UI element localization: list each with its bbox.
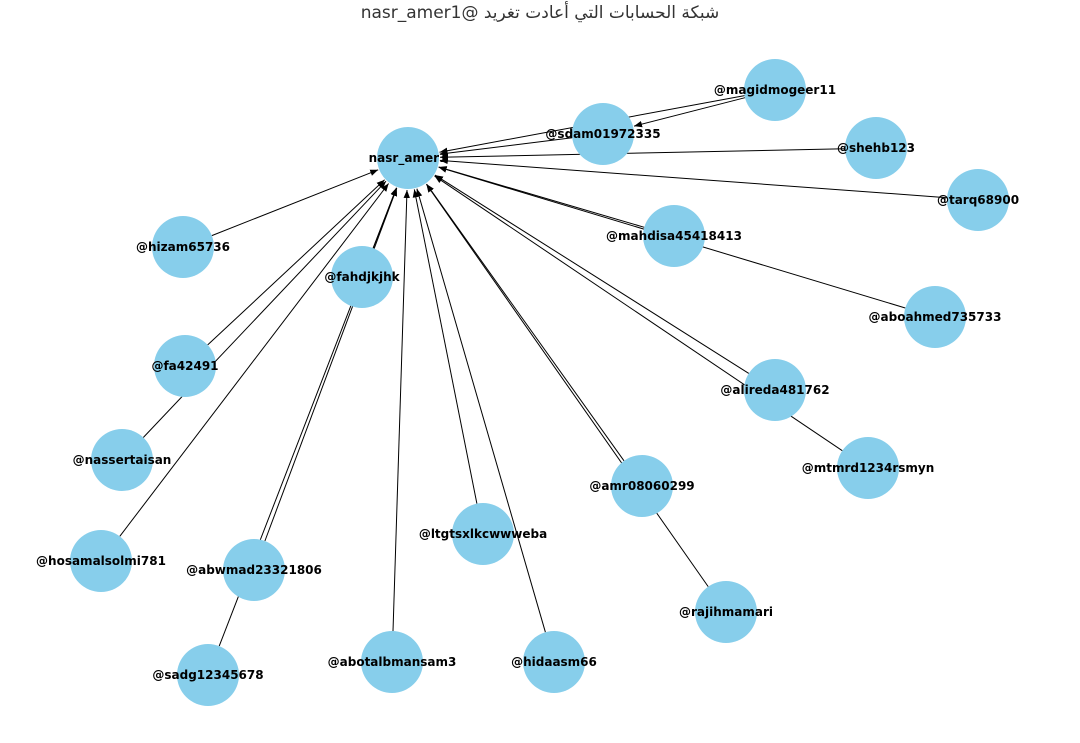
node-label: @fa42491 [151,359,218,373]
node-label: @fahdjkjhk [324,270,400,284]
node-label: @hosamalsolmi781 [36,554,166,568]
node-rajihmamari: @rajihmamari [679,581,773,643]
node-circle [223,539,285,601]
edge-hidaasm66-to-nasr_amer1 [416,188,546,633]
node-circle [361,631,423,693]
node-label: @mtmrd1234rsmyn [802,461,935,475]
node-nasr_amer1: nasr_amer1 [369,127,448,189]
node-hizam65736: @hizam65736 [136,216,230,278]
node-circle [947,169,1009,231]
edge-tarq68900-to-nasr_amer1 [439,157,948,199]
node-circle [154,335,216,397]
edge-ltgtsxlkcwwweba-to-nasr_amer1 [412,189,478,504]
node-circle [572,103,634,165]
node-label: @mahdisa45418413 [606,229,742,243]
node-label: @nassertaisan [73,453,172,467]
node-circle [177,644,239,706]
node-label: @abwmad23321806 [186,563,322,577]
node-circle [695,581,757,643]
node-label: @shehb123 [837,141,915,155]
node-abotalbmansam3: @abotalbmansam3 [328,631,457,693]
node-circle [744,59,806,121]
node-alireda481762: @alireda481762 [720,359,830,421]
node-label: @magidmogeer11 [714,83,836,97]
node-hidaasm66: @hidaasm66 [511,631,597,693]
node-label: @sadg12345678 [152,668,263,682]
node-circle [837,437,899,499]
edge-shehb123-to-nasr_amer1 [439,148,846,161]
edge-hosamalsolmi781-to-nasr_amer1 [119,183,389,537]
edge-alireda481762-to-nasr_amer1 [434,174,750,374]
node-label: @hidaasm66 [511,655,597,669]
node-abwmad23321806: @abwmad23321806 [186,539,322,601]
node-label: @hizam65736 [136,240,230,254]
node-circle [331,246,393,308]
node-magidmogeer11: @magidmogeer11 [714,59,836,121]
node-label: @tarq68900 [937,193,1019,207]
edge-abwmad23321806-to-nasr_amer1 [264,187,398,542]
node-circle [643,205,705,267]
edge-fahdjkjhk-to-nasr_amer1 [372,187,397,249]
node-circle [523,631,585,693]
node-ltgtsxlkcwwweba: @ltgtsxlkcwwweba [419,503,547,565]
nodes-layer: nasr_amer1 @magidmogeer11 @sdam01972335 @sh… [36,59,1019,706]
node-circle [152,216,214,278]
edges-layer [119,95,948,647]
node-label: @rajihmamari [679,605,773,619]
edge-abotalbmansam3-to-nasr_amer1 [392,189,410,632]
node-circle [611,455,673,517]
edge-rajihmamari-to-nasr_amer1 [425,183,709,587]
node-circle [845,117,907,179]
node-label: nasr_amer1 [369,151,448,166]
node-label: @ltgtsxlkcwwweba [419,527,547,541]
node-fa42491: @fa42491 [151,335,219,397]
node-shehb123: @shehb123 [837,117,915,179]
node-fahdjkjhk: @fahdjkjhk [324,246,401,308]
node-amr08060299: @amr08060299 [589,455,695,517]
node-sadg12345678: @sadg12345678 [152,644,264,706]
node-circle [91,429,153,491]
node-nassertaisan: @nassertaisan [73,429,172,491]
node-mahdisa45418413: @mahdisa45418413 [606,205,742,267]
node-hosamalsolmi781: @hosamalsolmi781 [36,530,166,592]
node-sdam01972335: @sdam01972335 [545,103,661,165]
node-circle [744,359,806,421]
node-circle [904,286,966,348]
edge-fa42491-to-nasr_amer1 [207,179,385,346]
node-label: @amr08060299 [589,479,694,493]
node-circle [70,530,132,592]
node-label: @alireda481762 [720,383,829,397]
edge-amr08060299-to-nasr_amer1 [426,183,625,462]
node-circle [452,503,514,565]
node-label: @sdam01972335 [545,127,660,141]
edge-hizam65736-to-nasr_amer1 [211,169,379,237]
edge-sdam01972335-to-nasr_amer1 [439,137,573,157]
node-circle [377,127,439,189]
node-label: @aboahmed735733 [869,310,1002,324]
edge-magidmogeer11-to-sdam01972335 [633,97,746,128]
node-mtmrd1234rsmyn: @mtmrd1234rsmyn [802,437,935,499]
node-aboahmed735733: @aboahmed735733 [869,286,1002,348]
graph-title: شبكة الحسابات التي أعادت تغريد @nasr_ame… [360,3,720,23]
node-tarq68900: @tarq68900 [937,169,1019,231]
node-label: @abotalbmansam3 [328,655,457,669]
